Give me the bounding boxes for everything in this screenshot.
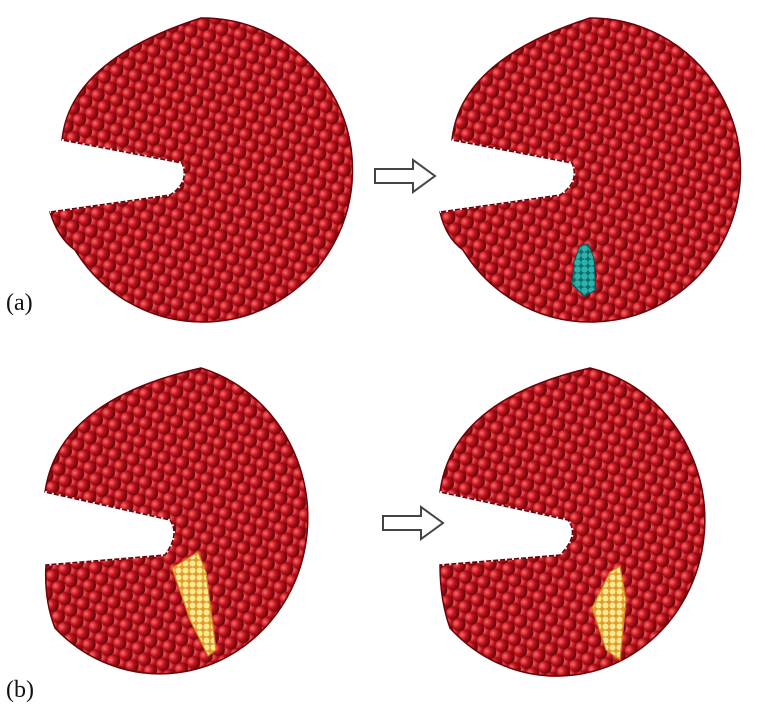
disk-b-after bbox=[439, 367, 706, 677]
panel-label-a: (a) bbox=[6, 290, 33, 316]
teal-defect-cluster bbox=[571, 243, 597, 297]
panel-label-b: (b) bbox=[6, 677, 34, 703]
arrow-right-icon bbox=[374, 158, 437, 194]
disk-b-before bbox=[44, 367, 309, 675]
yellow-defect-cluster bbox=[591, 565, 627, 662]
yellow-defect-cluster bbox=[171, 551, 217, 657]
disk-a-before bbox=[49, 17, 354, 323]
arrow-right-icon bbox=[382, 505, 445, 541]
disk-a-after bbox=[439, 17, 742, 323]
